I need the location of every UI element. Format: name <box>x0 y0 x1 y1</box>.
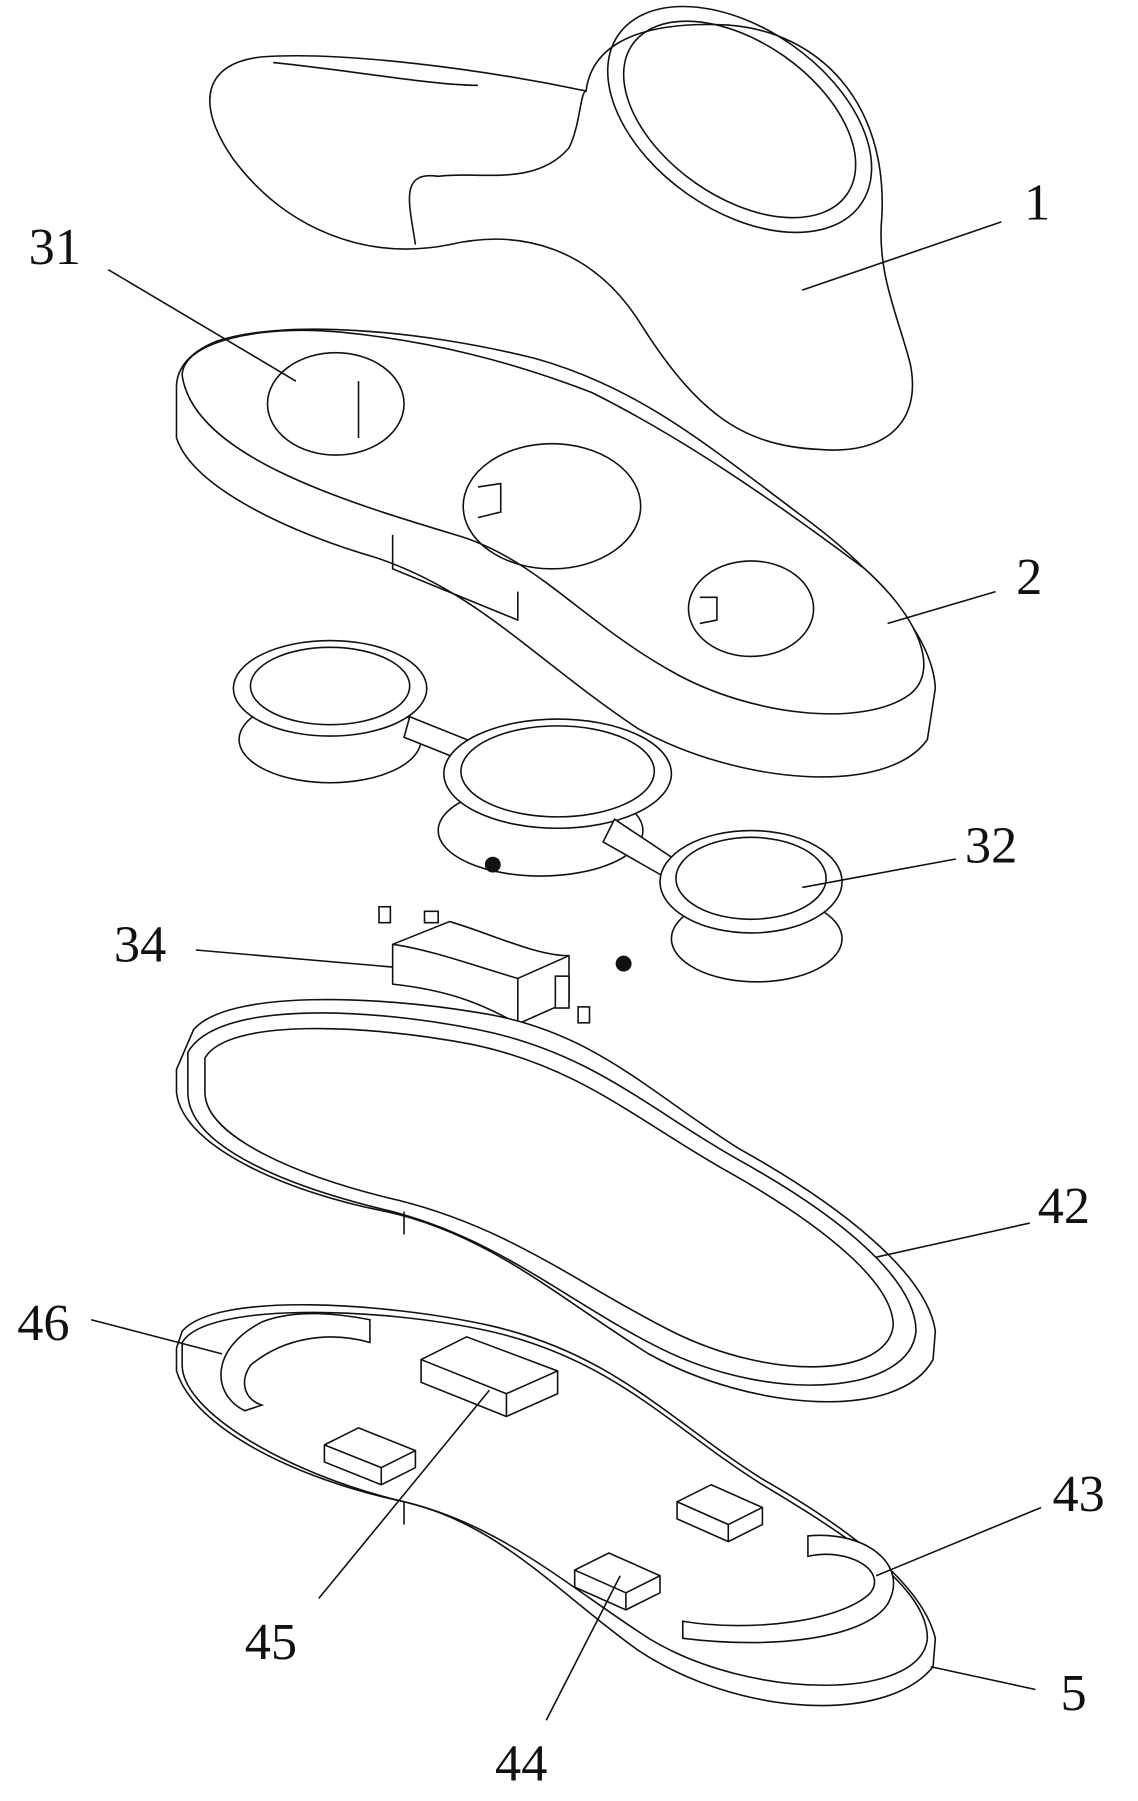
label-2: 2 <box>1016 548 1042 606</box>
label-31: 31 <box>29 218 81 276</box>
label-42: 42 <box>1038 1177 1090 1235</box>
label-44: 44 <box>495 1735 547 1793</box>
part-34-module <box>379 857 632 1024</box>
label-46: 46 <box>17 1294 69 1352</box>
label-34: 34 <box>114 915 166 973</box>
label-5: 5 <box>1060 1664 1086 1722</box>
label-45: 45 <box>245 1613 297 1671</box>
label-1: 1 <box>1024 174 1050 232</box>
label-32: 32 <box>965 816 1017 874</box>
label-43: 43 <box>1053 1465 1105 1523</box>
